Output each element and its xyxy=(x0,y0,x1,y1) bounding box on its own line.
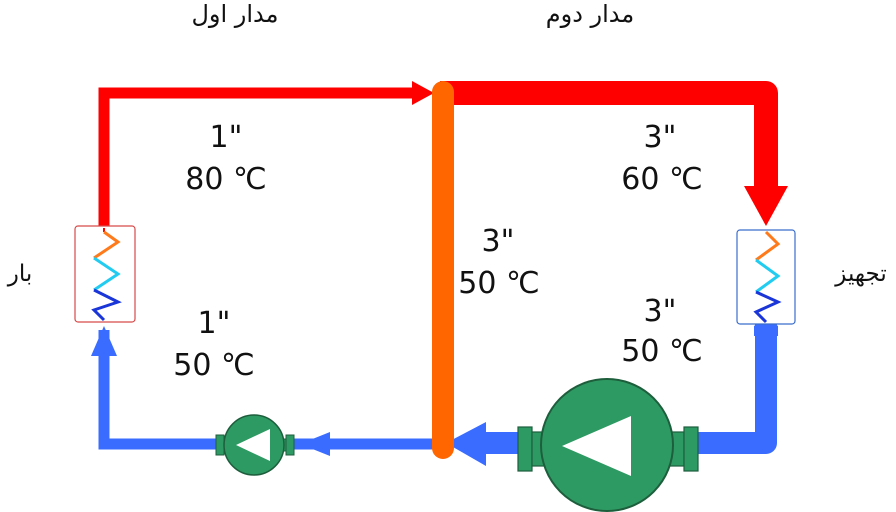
load-coil-cold xyxy=(91,288,122,322)
equipment-coil-hot xyxy=(755,230,781,262)
left-cold-temp: 50 ℃ xyxy=(173,348,255,383)
load-coil-hot xyxy=(93,230,121,260)
bypass-size: 3" xyxy=(481,224,515,259)
primary-pump-direction-icon xyxy=(236,429,270,461)
equipment-coil-cold xyxy=(753,290,782,324)
secondary-pump-direction-icon xyxy=(562,416,631,476)
primary-cold-arrow-up xyxy=(91,326,117,356)
right-cold-size: 3" xyxy=(643,294,677,329)
load-exchanger-box xyxy=(74,225,136,323)
circuit-two-title: مدار دوم xyxy=(545,0,635,28)
equipment-exchanger-box xyxy=(736,229,796,325)
secondary-pump xyxy=(517,378,699,512)
secondary-cold-arrow-left xyxy=(446,422,486,466)
secondary-hot-pipe xyxy=(440,81,778,192)
secondary-hot-arrow xyxy=(744,186,788,226)
primary-pump xyxy=(215,414,295,476)
left-cold-size: 1" xyxy=(197,306,231,341)
equipment-label: تجهیز xyxy=(835,261,887,287)
circuit-one-title: مدار اول xyxy=(191,0,279,28)
right-hot-temp: 60 ℃ xyxy=(621,162,703,197)
load-coil-mid xyxy=(93,256,121,292)
equipment-coil-mid xyxy=(755,258,781,294)
right-hot-size: 3" xyxy=(643,120,677,155)
left-hot-temp: 80 ℃ xyxy=(185,162,267,197)
right-cold-temp: 50 ℃ xyxy=(621,334,703,369)
left-hot-size: 1" xyxy=(209,120,243,155)
bypass-temp: 50 ℃ xyxy=(458,266,540,301)
primary-hot-pipe xyxy=(98,87,418,228)
primary-cold-arrow-left xyxy=(300,432,330,456)
primary-hot-arrow xyxy=(412,81,434,105)
load-label: بار xyxy=(7,261,33,287)
